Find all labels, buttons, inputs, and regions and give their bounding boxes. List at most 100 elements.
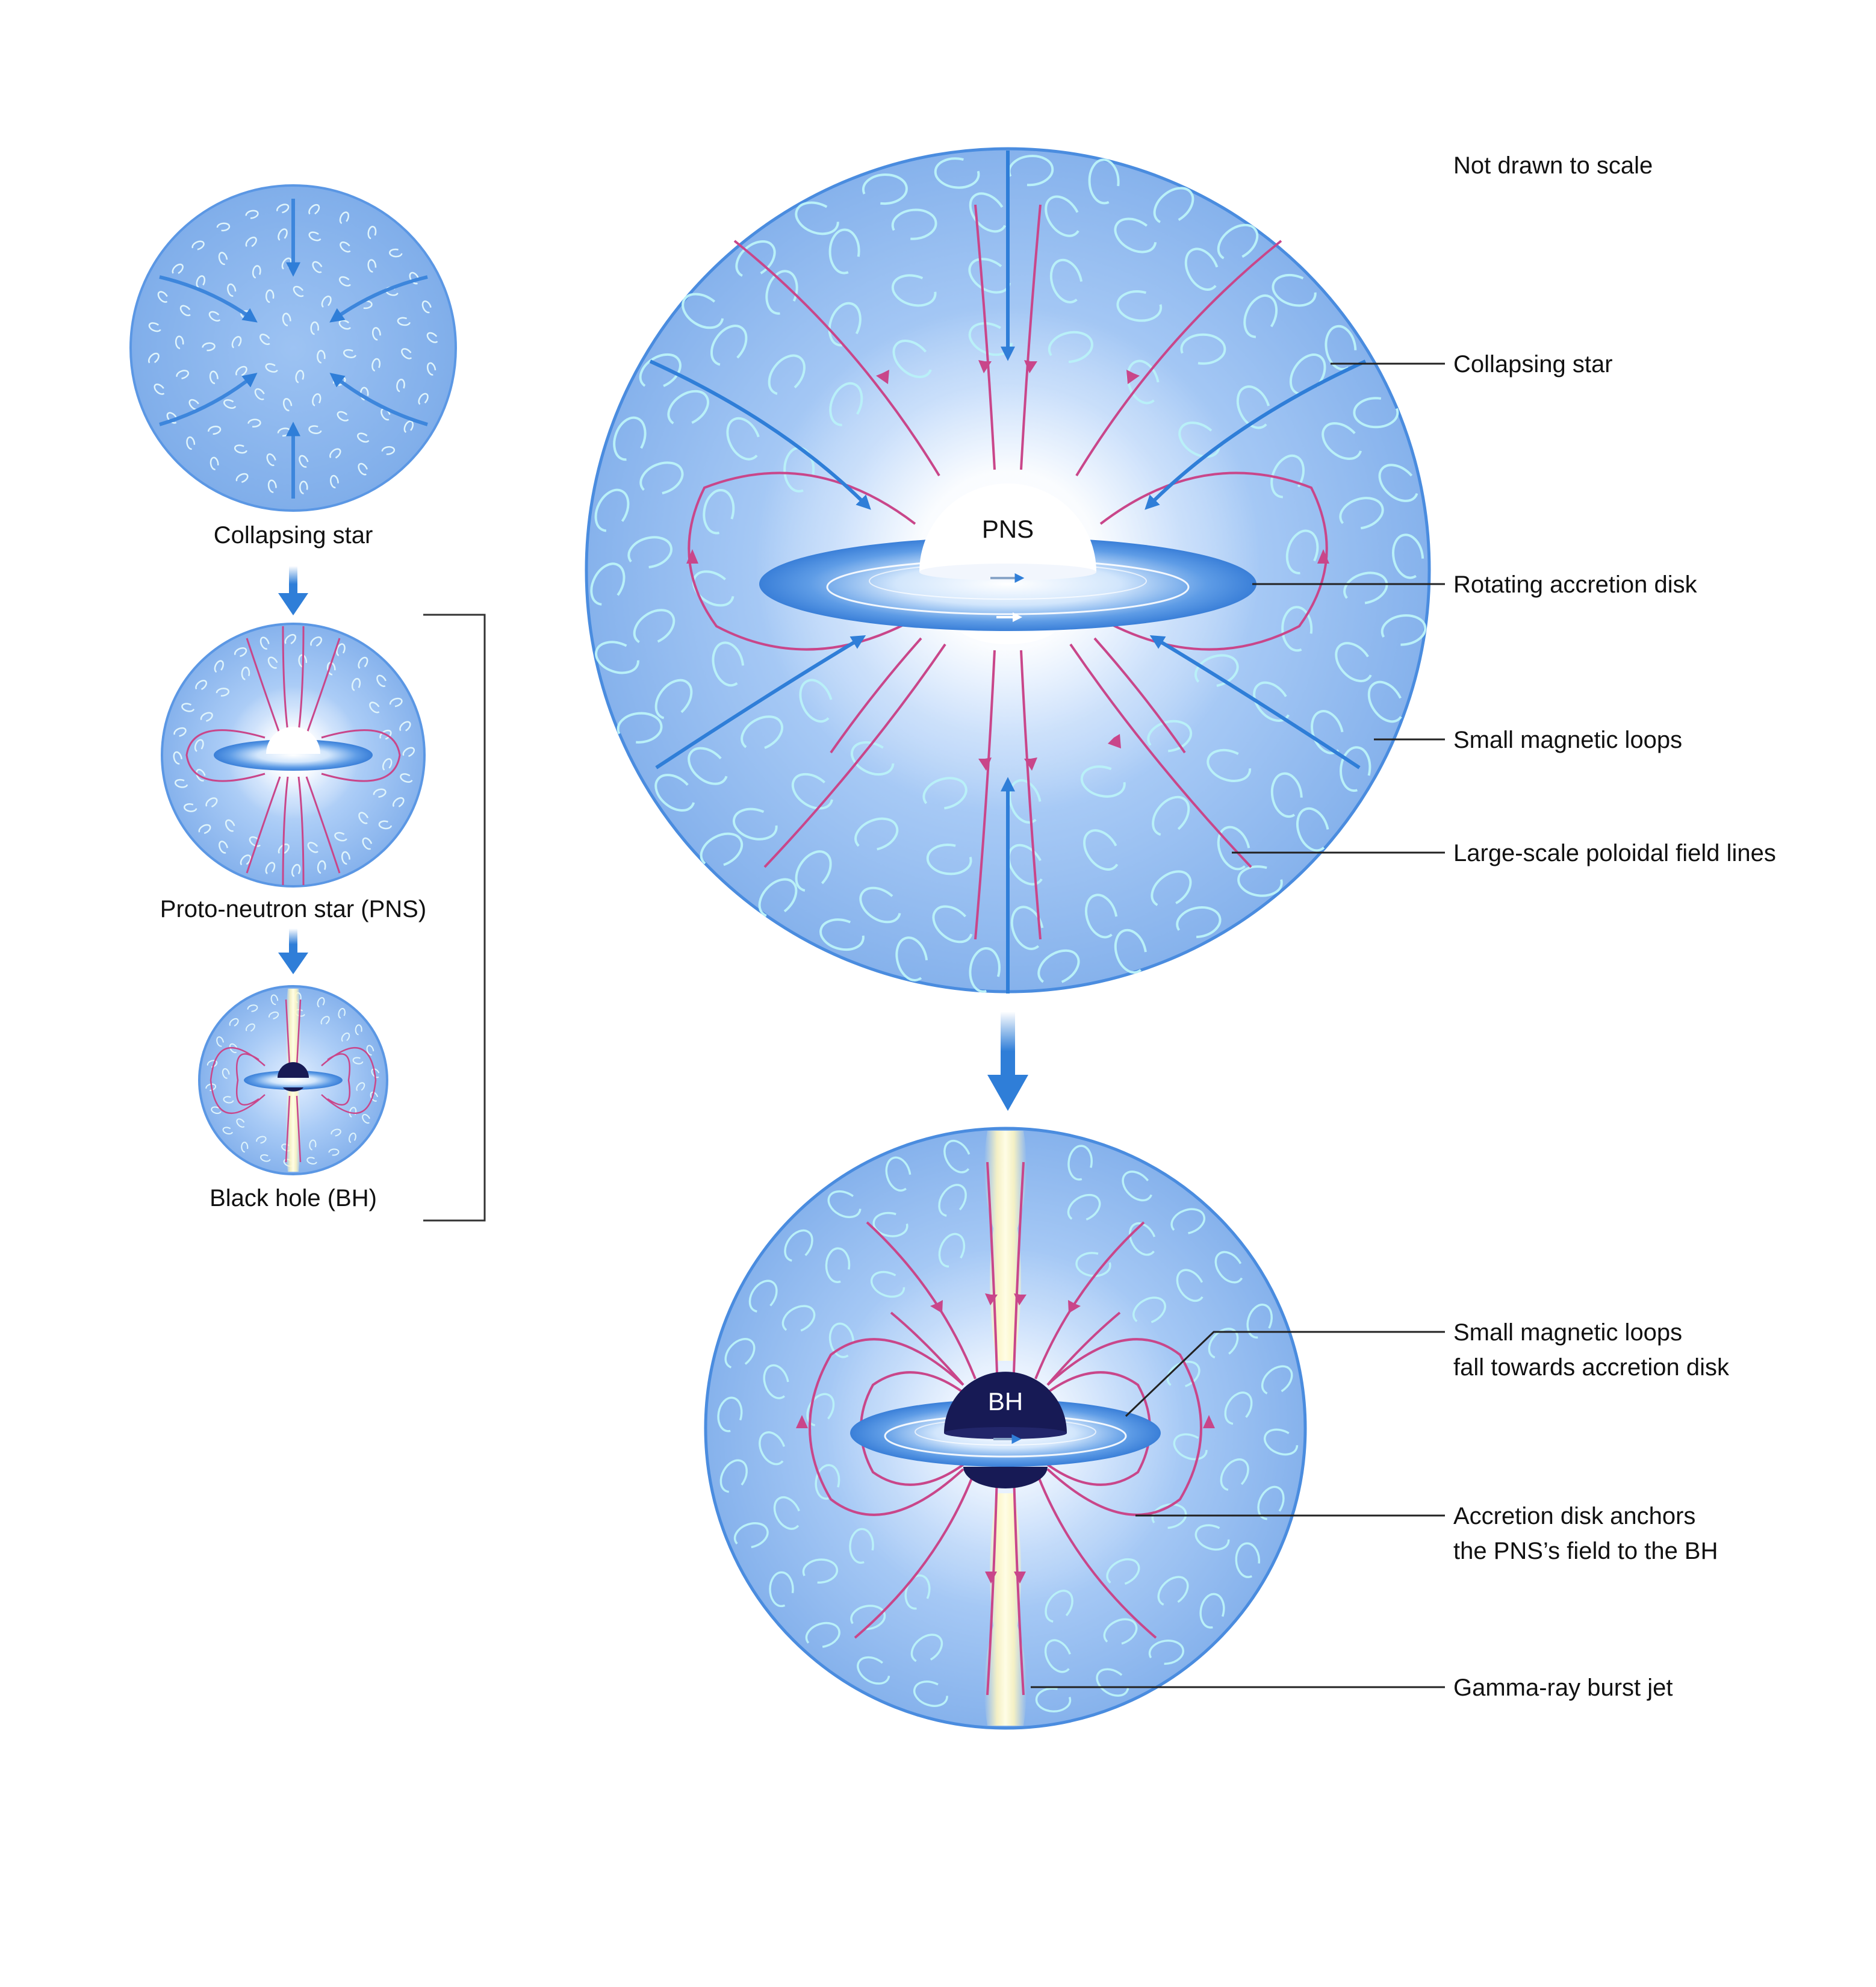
magnetic-loop: [633, 609, 676, 645]
label-pns: PNS: [982, 515, 1034, 543]
magnetic-loop: [240, 854, 252, 866]
small-magnetic-loops: [717, 1140, 1299, 1712]
magnetic-loop: [759, 1431, 786, 1466]
magnetic-loop: [1246, 1304, 1273, 1339]
magnetic-loop: [245, 237, 257, 248]
magnetic-loop: [1170, 1208, 1206, 1235]
magnetic-loop: [703, 489, 735, 535]
magnetic-loop: [1261, 1365, 1293, 1396]
magnetic-loop: [317, 860, 326, 874]
pns-core: [266, 727, 320, 754]
magnetic-loop: [1007, 844, 1045, 886]
magnetic-loop: [654, 774, 695, 812]
pns-core: [919, 484, 1096, 572]
magnetic-loop: [265, 862, 276, 875]
magnetic-loop: [234, 647, 247, 658]
magnetic-loop: [1378, 464, 1419, 502]
magnetic-loop: [351, 677, 361, 691]
magnetic-loop: [254, 388, 266, 400]
magnetic-loop: [229, 1018, 239, 1027]
magnetic-loop: [733, 1522, 769, 1549]
magnetic-loop: [329, 448, 341, 459]
flow-arrow-large: [987, 1012, 1028, 1111]
magnetic-loop: [362, 1114, 371, 1124]
magnetic-loop: [260, 1154, 271, 1162]
magnetic-loop: [426, 332, 439, 343]
magnetic-loop: [259, 636, 270, 650]
magnetic-loop: [157, 291, 169, 303]
magnetic-loop: [1270, 772, 1303, 818]
magnetic-loop: [317, 997, 325, 1008]
magnetic-loop: [773, 1496, 802, 1530]
flow-arrow-2: [278, 928, 308, 974]
magnetic-loop: [401, 348, 413, 359]
magnetic-loop: [382, 758, 393, 771]
magnetic-loop: [1199, 1593, 1225, 1629]
magnetic-loop: [1173, 1433, 1208, 1461]
magnetic-loop: [1270, 454, 1305, 499]
magnetic-loop: [247, 418, 261, 428]
magnetic-loop: [1281, 606, 1313, 652]
magnetic-loop: [1343, 571, 1388, 605]
magnetic-loop: [1114, 217, 1157, 253]
magnetic-loop: [379, 729, 392, 741]
magnetic-loop: [299, 455, 309, 468]
magnetic-loop: [356, 1082, 365, 1092]
magnetic-loop: [1067, 1145, 1093, 1181]
magnetic-loop: [310, 321, 319, 335]
magnetic-loop: [148, 322, 162, 332]
leader-loops-fall: [1125, 1331, 1445, 1417]
magnetic-loop: [943, 1140, 972, 1174]
magnetic-loop: [1148, 1640, 1185, 1665]
magnetic-loop: [922, 777, 968, 810]
magnetic-loop: [270, 994, 279, 1006]
magnetic-loop: [870, 1270, 905, 1298]
magnetic-loop: [306, 1157, 317, 1165]
bracket: [423, 614, 486, 1222]
magnetic-loop: [692, 570, 735, 607]
magnetic-loop: [1096, 1668, 1129, 1697]
magnetic-loop: [827, 1190, 862, 1219]
magnetic-loop: [1132, 1296, 1166, 1325]
star-sphere: [129, 184, 457, 512]
magnetic-loop: [371, 358, 381, 372]
magnetic-loop: [854, 817, 899, 851]
magnetic-loop: [268, 1011, 279, 1020]
infall-arrows: [159, 199, 428, 499]
magnetic-loop: [245, 1023, 255, 1033]
magnetic-loop: [265, 363, 279, 373]
magnetic-loop: [938, 1233, 966, 1268]
magnetic-loop: [741, 715, 784, 751]
magnetic-loop: [418, 393, 429, 406]
magnetic-loop: [1367, 680, 1405, 723]
magnetic-loop: [719, 1459, 748, 1493]
magnetic-loop: [1067, 1193, 1101, 1222]
magnetic-loop: [688, 747, 728, 785]
small-loops: [173, 633, 415, 877]
label-bh: BH: [988, 1387, 1023, 1416]
magnetic-loop: [1126, 359, 1160, 405]
magnetic-loop: [175, 335, 184, 349]
magnetic-loop: [1085, 894, 1118, 939]
magnetic-loop: [194, 739, 204, 753]
magnetic-loop: [1045, 195, 1082, 237]
magnetic-loop: [312, 261, 323, 273]
magnetic-loop: [1151, 870, 1192, 908]
magnetic-loop: [309, 1139, 317, 1151]
magnetic-loop: [1176, 1269, 1205, 1302]
magnetic-loop: [1044, 1639, 1072, 1673]
magnetic-loop: [205, 797, 218, 808]
magnetic-loop: [252, 265, 261, 279]
caption-black-hole: Black hole (BH): [210, 1185, 377, 1211]
magnetic-loop: [732, 807, 778, 841]
magnetic-loop: [859, 886, 901, 924]
magnetic-loop: [795, 201, 839, 235]
magnetic-loop: [769, 1571, 794, 1608]
magnetic-loop: [216, 688, 230, 697]
annotations: Not drawn to scale Collapsing star Rotat…: [1031, 152, 1776, 1701]
note-not-to-scale: Not drawn to scale: [1453, 152, 1653, 179]
magnetic-loop: [784, 1229, 813, 1262]
magnetic-loop: [216, 222, 231, 232]
magnetic-loop: [1257, 1485, 1285, 1520]
